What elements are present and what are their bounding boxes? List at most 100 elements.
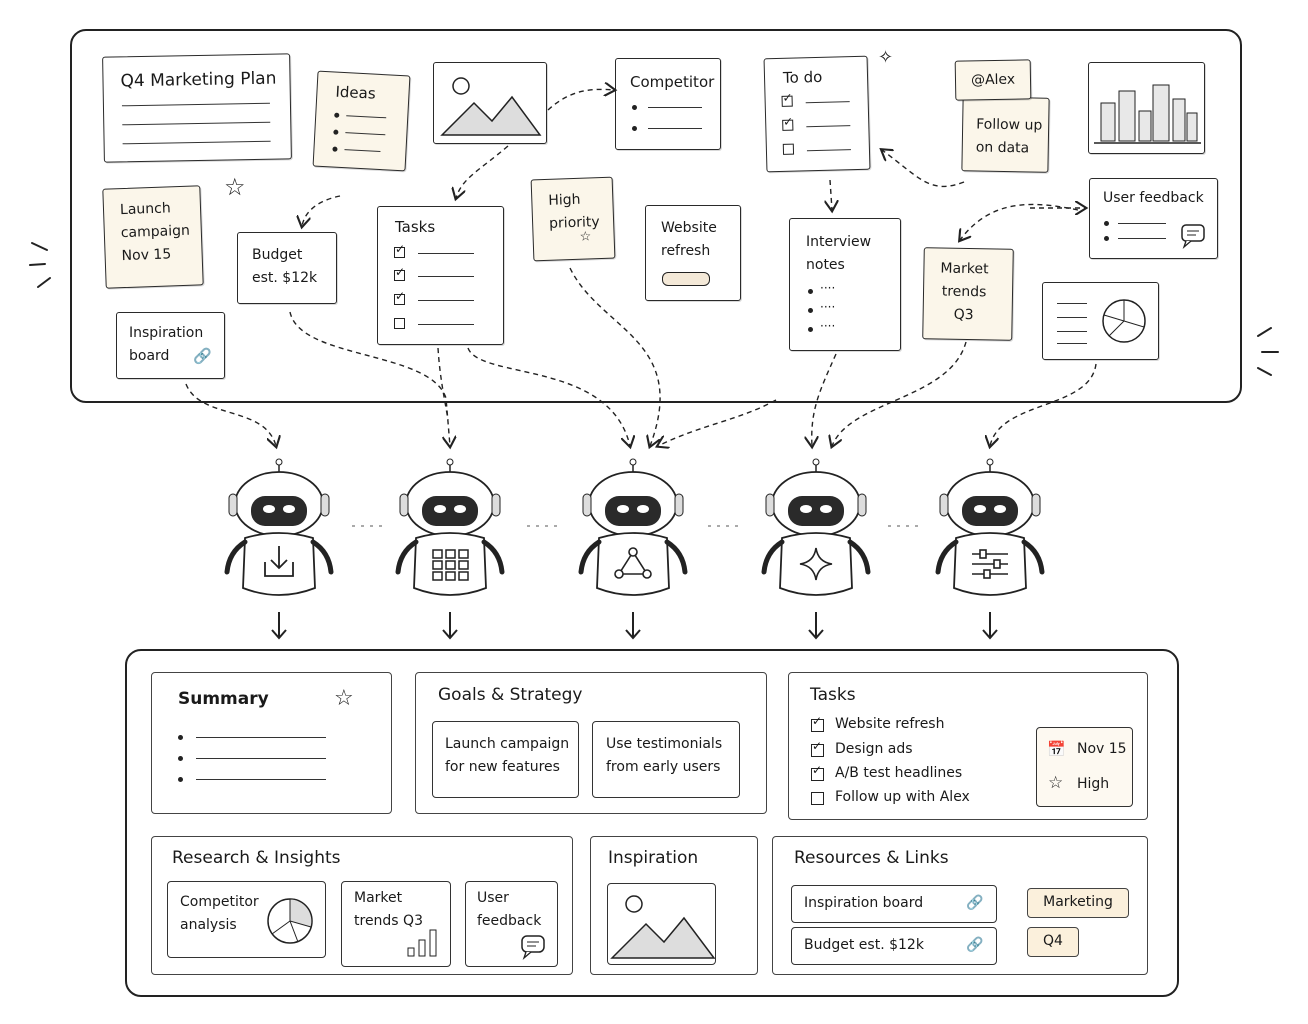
inspiration-card: Inspiration board 🔗 <box>116 312 225 379</box>
competitor-title: Competitor <box>630 73 715 91</box>
pie-chart-card <box>1042 282 1159 360</box>
checkbox-checked <box>394 289 405 305</box>
robot-agent-5 <box>930 456 1050 606</box>
bullet <box>808 327 813 332</box>
checkbox-empty <box>394 318 405 329</box>
checkbox-checked <box>394 242 405 258</box>
star-icon: ☆ <box>334 686 354 711</box>
inspiration-image <box>607 883 716 965</box>
task-item: Design ads <box>835 741 913 757</box>
goal-card: Launch campaign for new features <box>432 721 579 798</box>
text-line <box>648 107 702 108</box>
tag-q4[interactable]: Q4 <box>1027 927 1079 957</box>
research-text: User feedback <box>477 890 542 929</box>
goal-card: Use testimonials from early users <box>592 721 740 798</box>
text-line <box>1057 343 1087 344</box>
image-card <box>433 62 547 144</box>
bullet <box>1104 236 1109 241</box>
checkbox-checked <box>811 714 824 732</box>
research-text: Competitor analysis <box>180 894 259 933</box>
research-card: User feedback <box>465 881 558 967</box>
resource-link[interactable]: Budget est. $12k 🔗 <box>791 927 997 965</box>
dots-placeholder: ···· <box>820 281 836 295</box>
tag-marketing[interactable]: Marketing <box>1027 888 1129 918</box>
robot-agent-4 <box>756 456 876 606</box>
resource-link-label: Inspiration board <box>804 895 924 911</box>
task-priority: High <box>1077 776 1110 792</box>
bullet <box>178 735 183 740</box>
text-line <box>418 253 474 254</box>
city-image-card <box>1088 62 1205 154</box>
text-line <box>1057 331 1087 332</box>
tasks-title: Tasks <box>810 685 856 705</box>
summary-title: Summary <box>178 689 269 709</box>
bullet <box>808 289 813 294</box>
summary-panel: Summary ☆ <box>151 672 392 814</box>
goals-panel: Goals & Strategy Launch campaign for new… <box>415 672 767 814</box>
robot-illustration <box>578 458 688 596</box>
research-card: Market trends Q3 <box>341 881 451 967</box>
resource-link[interactable]: Inspiration board 🔗 <box>791 885 997 923</box>
text-line <box>418 300 474 301</box>
task-meta-card: 📅 Nov 15 ☆ High <box>1036 727 1133 807</box>
goal-text: Use testimonials from early users <box>606 736 723 775</box>
competitor-card: Competitor <box>615 58 721 150</box>
bullet <box>632 105 637 110</box>
text-line <box>418 324 474 325</box>
bar-chart-icon <box>407 929 437 957</box>
robot-agent-1 <box>219 456 339 606</box>
bullet <box>1104 221 1109 226</box>
pie-chart-icon <box>1102 299 1146 343</box>
text-line <box>196 779 326 780</box>
budget-text: Budget est. $12k <box>252 247 318 286</box>
interview-text: Interview notes <box>806 234 872 273</box>
star-icon: ☆ <box>224 173 246 201</box>
link-icon: 🔗 <box>966 937 984 953</box>
robot-agent-2 <box>390 456 510 606</box>
tasks-card: Tasks <box>377 206 504 345</box>
interview-card: Interview notes ···· ···· ···· <box>789 218 901 351</box>
pill-button-icon <box>662 272 710 286</box>
dots-placeholder: ···· <box>820 300 836 314</box>
link-icon: 🔗 <box>966 895 984 911</box>
budget-card: Budget est. $12k <box>237 232 337 304</box>
resource-link-label: Budget est. $12k <box>804 937 924 953</box>
research-text: Market trends Q3 <box>354 890 423 929</box>
pie-chart-icon <box>267 898 313 944</box>
research-card: Competitor analysis <box>167 881 326 958</box>
grid-icon <box>432 549 469 581</box>
tasks-panel: Tasks Website refresh Design ads A/B tes… <box>788 672 1148 820</box>
inspiration-title: Inspiration <box>608 848 699 868</box>
robot-illustration <box>761 458 871 596</box>
star-icon: ☆ <box>1048 773 1064 793</box>
task-item: Website refresh <box>835 716 945 732</box>
link-icon: 🔗 <box>193 347 212 365</box>
text-line <box>1118 223 1166 224</box>
checkbox-empty <box>811 792 824 805</box>
tasks-title: Tasks <box>395 218 436 236</box>
robot-agent-3 <box>573 456 693 606</box>
goal-text: Launch campaign for new features <box>445 736 570 775</box>
robot-illustration <box>224 458 334 596</box>
download-icon <box>264 546 294 577</box>
task-date: Nov 15 <box>1077 741 1127 757</box>
bullet <box>808 308 813 313</box>
resources-title: Resources & Links <box>794 848 949 868</box>
inspiration-panel: Inspiration <box>590 836 758 975</box>
sliders-icon <box>972 549 1008 579</box>
mountain-image-icon <box>440 77 542 136</box>
text-line <box>1057 303 1087 304</box>
dots-placeholder: ···· <box>820 319 836 333</box>
checkbox-checked <box>394 265 405 281</box>
checkbox-checked <box>811 739 824 757</box>
userfeedback-title: User feedback <box>1103 190 1204 206</box>
text-line <box>1118 238 1166 239</box>
website-card: Website refresh <box>645 205 741 301</box>
task-item: Follow up with Alex <box>835 789 970 805</box>
city-skyline-icon <box>1094 84 1201 144</box>
research-panel: Research & Insights Competitor analysis … <box>151 836 573 975</box>
network-icon <box>614 547 652 579</box>
bullet <box>178 756 183 761</box>
